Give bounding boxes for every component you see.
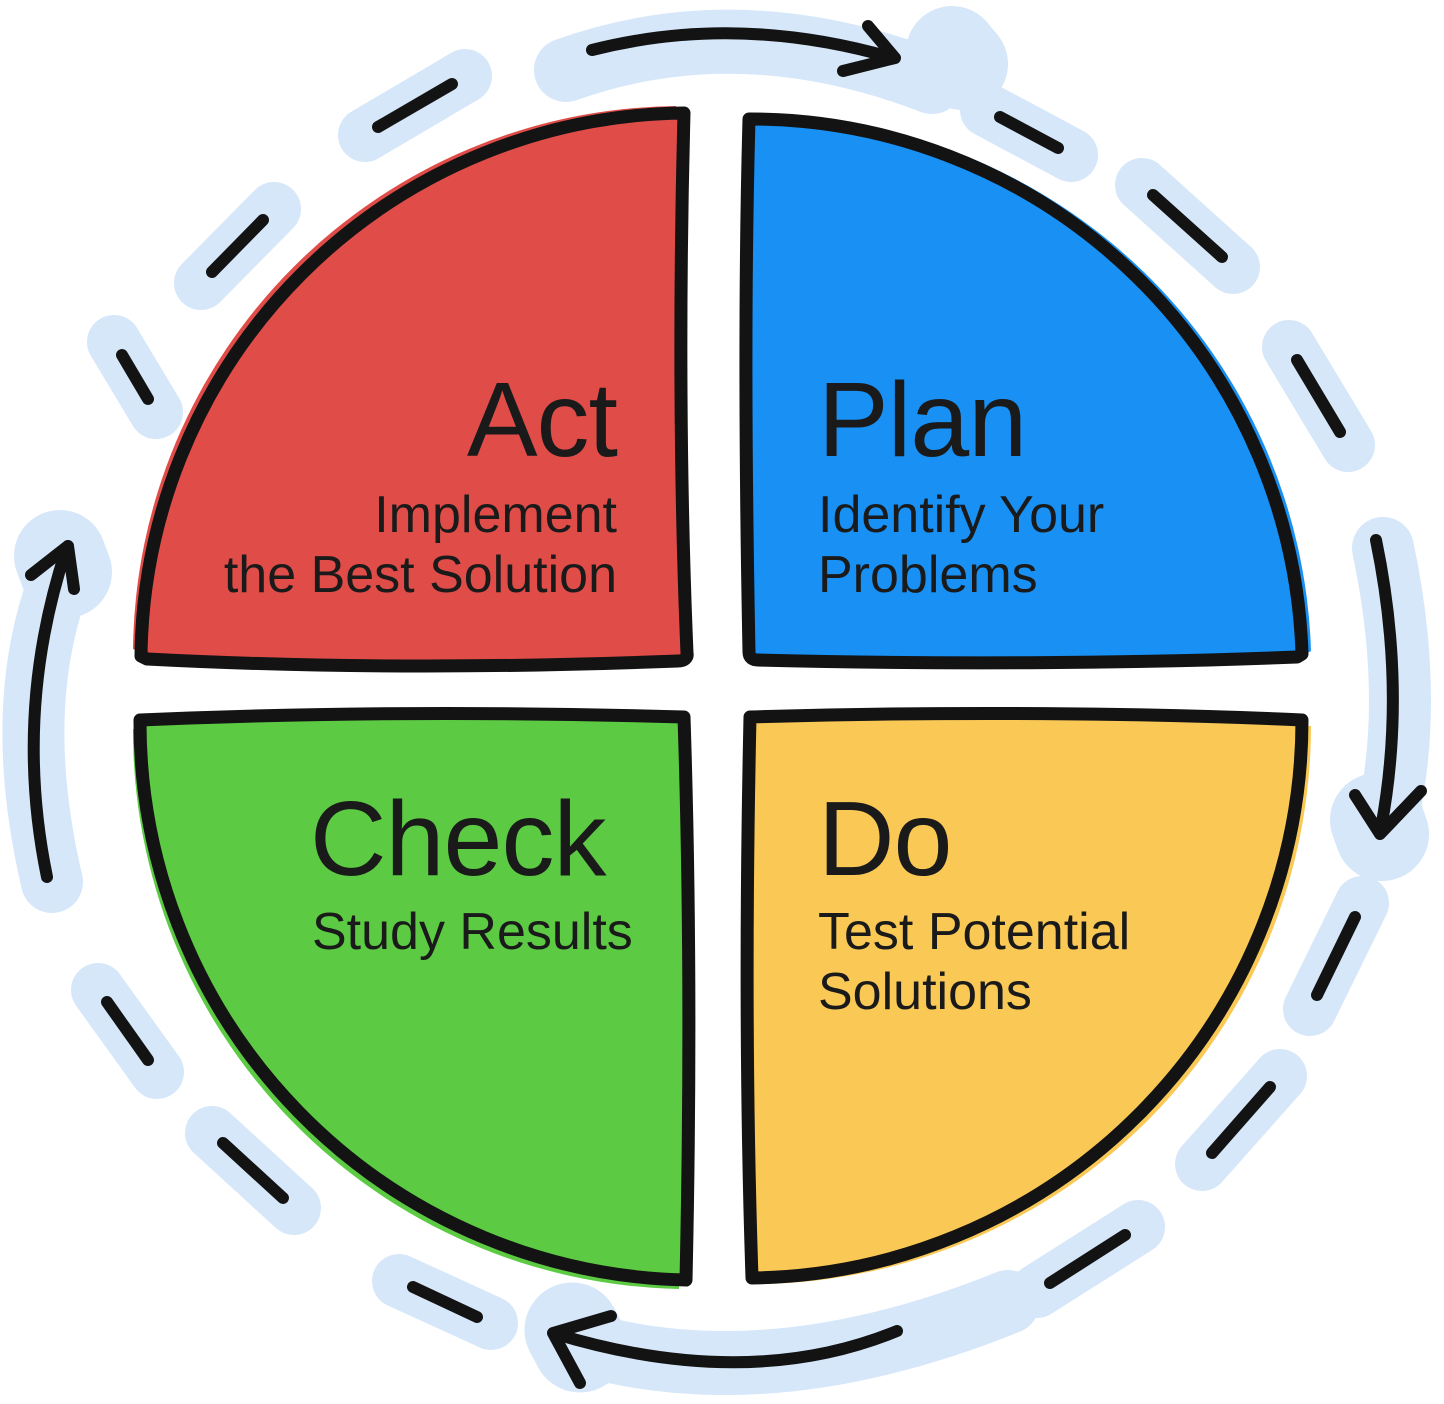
ring-dash: [407, 1281, 483, 1323]
quadrants: [132, 106, 1311, 1289]
cycle-arrow-right-shaft: [1370, 534, 1399, 834]
cycle-arrow-top-shaft: [586, 27, 899, 64]
cycle-arrow-top: [586, 20, 901, 77]
labels: Act Implement the Best Solution Plan Ide…: [224, 361, 1130, 1021]
quadrant-check-shape: [133, 706, 696, 1287]
ring-dash: [217, 1137, 289, 1204]
ring-dash: [372, 78, 458, 133]
ring-dash: [1291, 354, 1346, 438]
check-subtitle-line-1: Study Results: [312, 903, 633, 961]
quadrant-act-shape: [134, 106, 694, 673]
cycle-arrow-top-highlight-blob: [906, 6, 1008, 110]
act-title: Act: [467, 361, 618, 479]
plan-title: Plan: [818, 361, 1026, 479]
do-title: Do: [818, 780, 952, 898]
ring-dash: [1044, 1229, 1131, 1289]
cycle-arrow-bottom-head: [547, 1310, 617, 1389]
quadrant-do-shape: [740, 706, 1309, 1285]
act-subtitle-line-1: Implement: [374, 486, 617, 544]
ring-dash: [101, 996, 154, 1066]
do-subtitle-line-2: Solutions: [818, 963, 1032, 1021]
ring-ink: [25, 20, 1427, 1389]
quadrant-act: [133, 106, 694, 673]
ring-dash: [1311, 911, 1361, 1001]
check-title: Check: [310, 780, 607, 898]
quadrant-check: [132, 706, 696, 1289]
ring-dash: [116, 349, 154, 405]
ring-dash: [994, 111, 1064, 154]
ring-dash: [1206, 1081, 1276, 1159]
cycle-arrow-bottom: [547, 1310, 903, 1389]
ring-dash: [206, 214, 269, 278]
do-subtitle-line-1: Test Potential: [818, 903, 1130, 961]
cycle-arrow-top-head: [837, 20, 901, 77]
plan-subtitle-line-2: Problems: [818, 546, 1038, 604]
ring-dash: [1147, 189, 1228, 263]
cycle-arrow-bottom-shaft: [550, 1325, 903, 1369]
quadrant-plan-shape: [739, 112, 1309, 670]
cycle-arrow-left-head: [25, 540, 80, 595]
cycle-arrow-left: [25, 540, 80, 883]
quadrant-do: [740, 706, 1311, 1285]
cycle-arrow-left-shaft: [27, 544, 72, 883]
plan-subtitle-line-1: Identify Your: [818, 486, 1104, 544]
quadrant-plan: [739, 112, 1311, 670]
cycle-arrow-right-head: [1349, 785, 1427, 840]
act-subtitle-line-2: the Best Solution: [224, 546, 617, 604]
cycle-arrow-right: [1349, 534, 1427, 840]
